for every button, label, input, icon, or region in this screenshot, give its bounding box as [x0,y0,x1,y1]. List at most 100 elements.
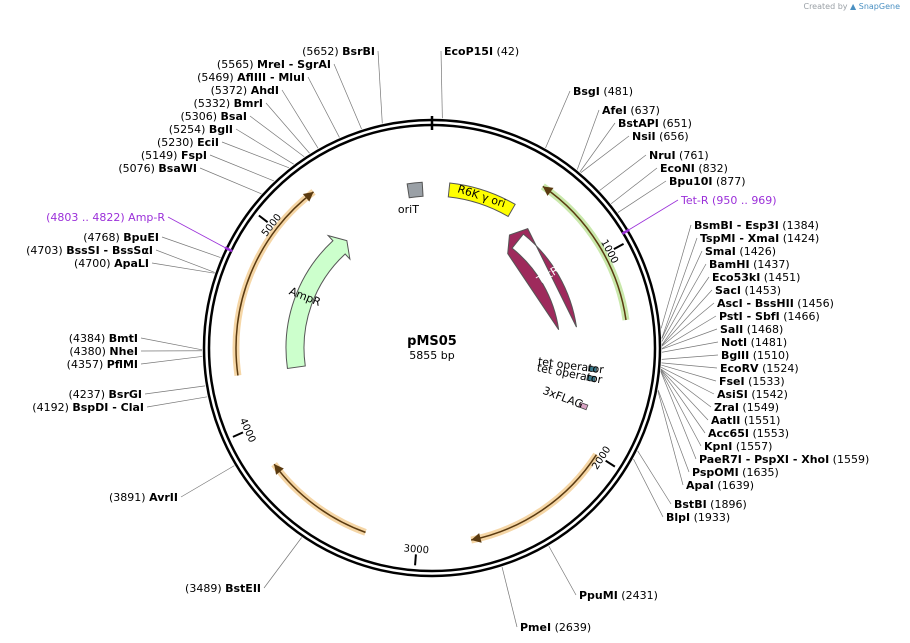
site-label-part: AflIII [237,71,266,84]
site-label[interactable]: (4703) BssSI - BssSαI [26,244,153,257]
site-label[interactable]: (5565) MreI - SgrAI [217,58,331,71]
site-label[interactable]: ZraI (1549) [714,401,779,414]
site-label[interactable]: (5332) BmrI [194,97,263,110]
site-label[interactable]: (5254) BglI [169,123,233,136]
site-label-part: (1424) [779,232,819,245]
site-label[interactable]: EcoRV (1524) [720,362,799,375]
site-label[interactable]: BsmBI - Esp3I (1384) [694,219,819,232]
site-label[interactable]: AfeI (637) [602,104,660,117]
site-label-part: BssSI [66,244,100,257]
feature-orit[interactable] [406,181,424,199]
site-layer: EcoP15I (42) BsgI (481) AfeI (637)BstAPI (… [26,45,869,634]
site-label[interactable]: (5469) AflIII - MluI [197,71,305,84]
tick-mark [613,243,625,251]
site-label[interactable]: (4384) BmtI [69,332,138,345]
site-label-part: BsmBI [694,219,733,232]
site-label[interactable]: (4700) ApaLI [74,257,149,270]
site-label-part: (1510) [749,349,789,362]
site-leader [661,366,715,395]
site-label[interactable]: (5149) FspI [141,149,207,162]
site-label[interactable]: (3891) AvrII [109,491,178,504]
site-label-part: BglII [721,349,749,362]
site-label[interactable]: Acc65I (1553) [708,427,789,440]
site-label[interactable]: (4768) BpuEI [83,231,159,244]
site-leader [151,262,215,274]
site-label-part: (4700) [74,257,114,270]
site-label[interactable]: ApaI (1639) [686,479,754,492]
site-label-part: PmeI [520,621,551,634]
site-label[interactable]: KpnI (1557) [704,440,772,453]
site-label-part: BsrGI [109,388,142,401]
site-leader [661,362,718,369]
site-label-part: BglI [209,123,233,136]
site-label[interactable]: FseI (1533) [719,375,785,388]
site-label[interactable]: NruI (761) [649,149,709,162]
site-label-part: EcoP15I [444,45,493,58]
site-label[interactable]: Eco53kI (1451) [712,271,800,284]
site-label[interactable]: SmaI (1426) [705,245,776,258]
site-label[interactable]: (5230) EciI [157,136,219,149]
tick-mark [605,459,616,468]
site-label-part: (5149) [141,149,181,162]
site-label[interactable]: SacI (1453) [715,284,781,297]
site-label[interactable]: PpuMI (2431) [579,589,658,602]
site-label[interactable]: (5652) BsrBI [302,45,375,58]
site-label-part: Acc65I [708,427,749,440]
orf-line [235,191,314,376]
feature-label-orit: oriT [398,203,419,216]
orf-arrowhead [471,533,482,543]
site-label-part: - [266,71,278,84]
site-label[interactable]: AsiSI (1542) [717,388,788,401]
site-label[interactable]: PspOMI (1635) [692,466,779,479]
site-label[interactable]: BstBI (1896) [674,498,747,511]
site-label[interactable]: AscI - BssHII (1456) [717,297,834,310]
site-label-part: (1481) [747,336,787,349]
site-leader [661,237,698,339]
site-label[interactable]: (5372) AhdI [211,84,279,97]
feature-3xflag[interactable] [578,401,589,411]
site-label[interactable]: (5306) BsaI [180,110,247,123]
site-label[interactable]: SalI (1468) [720,323,783,336]
feature-r6k-ori[interactable] [447,182,516,218]
primer-label-tet-r[interactable]: Tet-R (950 .. 969) [680,194,777,207]
site-leader [661,302,715,347]
site-label-part: AhdI [251,84,279,97]
feature-tet-operator[interactable] [586,374,596,383]
site-label-part: (1559) [829,453,869,466]
site-label[interactable]: BlpI (1933) [666,511,730,524]
site-label[interactable]: PaeR7I - PspXI - XhoI (1559) [699,453,869,466]
site-label[interactable]: (4237) BsrGI [68,388,142,401]
site-label[interactable]: BamHI (1437) [709,258,790,271]
site-label-part: NheI [109,345,138,358]
site-label[interactable]: Bpu10I (877) [669,175,746,188]
site-label[interactable]: PstI - SbfI (1466) [719,310,820,323]
site-label[interactable]: (4192) BspDI - ClaI [32,401,144,414]
site-label[interactable]: (4380) NheI [69,345,138,358]
site-label[interactable]: (4357) PflMI [67,358,138,371]
site-label-part: TspMI [700,232,736,245]
site-label[interactable]: BglII (1510) [721,349,789,362]
site-label[interactable]: NotI (1481) [721,336,787,349]
feature-tetr[interactable] [507,228,577,330]
site-label[interactable]: BsgI (481) [573,85,633,98]
site-label[interactable]: TspMI - XmaI (1424) [700,232,819,245]
feature-label-3xflag: 3xFLAG [541,384,585,411]
site-label[interactable]: NsiI (656) [632,130,689,143]
site-label[interactable]: EcoP15I (42) [444,45,519,58]
snapgene-brand: ▲ SnapGene [850,2,900,11]
site-label-part: AsiSI [717,388,748,401]
primer-layer: Tet-R (950 .. 969) (4803 .. 4822) Amp-R [46,194,777,253]
site-label[interactable]: (3489) BstEII [185,582,261,595]
site-label[interactable]: PmeI (2639) [520,621,591,634]
feature-ampr[interactable] [285,234,351,370]
site-leader [661,250,703,339]
site-label[interactable]: EcoNI (832) [660,162,728,175]
site-label-part: (4192) [32,401,72,414]
feature-tet-operator[interactable] [587,365,598,373]
site-label[interactable]: (5076) BsaWI [118,162,197,175]
site-label[interactable]: AatII (1551) [711,414,780,427]
site-label-part: ApaI [686,479,714,492]
site-label-part: - [743,297,755,310]
primer-label-amp-r[interactable]: (4803 .. 4822) Amp-R [46,211,165,224]
site-label[interactable]: BstAPI (651) [618,117,692,130]
